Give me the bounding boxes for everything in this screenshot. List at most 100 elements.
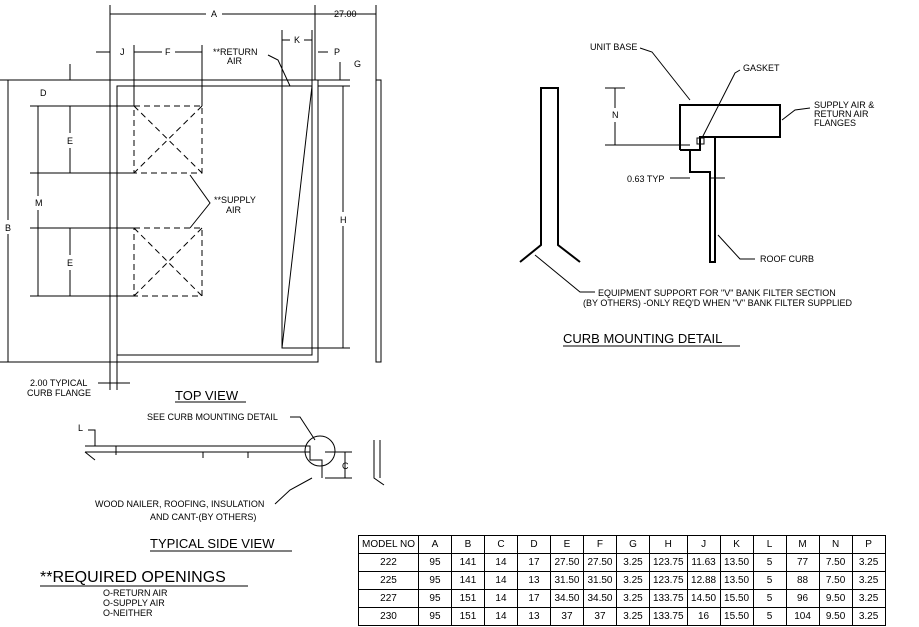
table-cell: 14	[483, 571, 518, 590]
table-cell: 151	[450, 589, 485, 608]
option-return-air: O-RETURN AIR	[103, 588, 168, 598]
supply-air-label-1: **SUPPLY	[214, 195, 256, 205]
table-cell: 16	[686, 607, 721, 626]
table-cell: 222	[358, 553, 419, 572]
table-cell: 77	[785, 553, 820, 572]
table-header-cell: H	[648, 535, 688, 554]
table-header-cell: K	[719, 535, 754, 554]
table-cell: 3.25	[851, 607, 886, 626]
option-supply-air: O-SUPPLY AIR	[103, 598, 165, 608]
table-cell: 3.25	[851, 589, 886, 608]
table-cell: 13	[516, 607, 551, 626]
dim-n: N	[612, 110, 619, 120]
table-cell: 123.75	[648, 553, 688, 572]
table-cell: 15.50	[719, 607, 754, 626]
table-cell: 3.25	[615, 553, 650, 572]
unit-base	[679, 104, 781, 151]
table-header-cell: C	[483, 535, 518, 554]
dim-d: D	[40, 88, 47, 98]
table-cell: 9.50	[818, 589, 853, 608]
table-header-cell: MODEL NO	[358, 535, 419, 554]
unit-base-label: UNIT BASE	[590, 42, 637, 52]
table-cell: 3.25	[615, 571, 650, 590]
table-header-cell: M	[785, 535, 820, 554]
table-cell: 3.25	[615, 607, 650, 626]
table-cell: 7.50	[818, 571, 853, 590]
table-cell: 230	[358, 607, 419, 626]
table-cell: 27.50	[582, 553, 617, 572]
side-note-2: AND CANT-(BY OTHERS)	[150, 512, 256, 522]
dim-m: M	[35, 198, 43, 208]
curb-flange-label-1: 2.00 TYPICAL	[30, 378, 87, 388]
table-header-cell: F	[582, 535, 617, 554]
roof-curb-label: ROOF CURB	[760, 254, 814, 264]
dim-k: K	[294, 35, 300, 45]
table-cell: 3.25	[851, 553, 886, 572]
table-cell: 123.75	[648, 571, 688, 590]
table-header-cell: N	[818, 535, 853, 554]
table-cell: 34.50	[582, 589, 617, 608]
table-header-cell: A	[417, 535, 452, 554]
dim-g: G	[354, 59, 361, 69]
flanges-label-3: FLANGES	[814, 118, 856, 128]
table-cell: 96	[785, 589, 820, 608]
table-header-cell: E	[549, 535, 584, 554]
table-cell: 13.50	[719, 553, 754, 572]
table-cell: 5	[752, 553, 787, 572]
table-cell: 88	[785, 571, 820, 590]
detail-callout-circle	[304, 435, 336, 467]
table-cell: 17	[516, 553, 551, 572]
flanges-label-2: RETURN AIR	[814, 109, 869, 119]
equipment-support	[519, 87, 581, 263]
table-cell: 225	[358, 571, 419, 590]
table-cell: 151	[450, 607, 485, 626]
dim-27: 27.00	[334, 9, 357, 19]
table-cell: 227	[358, 589, 419, 608]
table-cell: 14	[483, 589, 518, 608]
gasket-label: GASKET	[743, 63, 780, 73]
table-header-cell: G	[615, 535, 650, 554]
table-cell: 34.50	[549, 589, 584, 608]
option-neither: O-NEITHER	[103, 608, 153, 618]
flanges-label-1: SUPPLY AIR &	[814, 100, 874, 110]
table-cell: 9.50	[818, 607, 853, 626]
table-cell: 5	[752, 589, 787, 608]
table-cell: 14	[483, 607, 518, 626]
unit-outline	[109, 79, 319, 363]
side-view-title: TYPICAL SIDE VIEW	[150, 536, 275, 551]
supply-opening-1	[133, 105, 203, 174]
support-note-2: (BY OTHERS) -ONLY REQ'D WHEN "V" BANK FI…	[583, 298, 852, 308]
required-openings-legend: **REQUIRED OPENINGS O-RETURN AIR O-SUPPL…	[40, 569, 248, 618]
curb-outline	[116, 85, 313, 356]
supply-opening-2	[133, 227, 203, 297]
table-cell: 95	[417, 571, 452, 590]
dim-b: B	[5, 223, 11, 233]
table-header-cell: L	[752, 535, 787, 554]
dim-l: L	[78, 423, 83, 433]
side-view: C L SEE CURB MOUNTING DETAIL WOOD NAILER…	[78, 412, 385, 552]
table-cell: 5	[752, 607, 787, 626]
supply-air-label-2: AIR	[226, 205, 242, 215]
support-note-1: EQUIPMENT SUPPORT FOR "V" BANK FILTER SE…	[598, 288, 836, 298]
see-curb-detail-label: SEE CURB MOUNTING DETAIL	[147, 412, 278, 422]
top-view-title: TOP VIEW	[175, 388, 239, 403]
table-cell: 141	[450, 553, 485, 572]
table-cell: 95	[417, 589, 452, 608]
table-cell: 95	[417, 553, 452, 572]
table-cell: 31.50	[582, 571, 617, 590]
dim-p: P	[334, 47, 340, 57]
table-cell: 37	[549, 607, 584, 626]
table-cell: 95	[417, 607, 452, 626]
return-air-label-2: AIR	[227, 56, 243, 66]
dim-e-1: E	[67, 136, 73, 146]
return-opening	[281, 85, 313, 349]
dim-j: J	[120, 47, 125, 57]
table-cell: 15.50	[719, 589, 754, 608]
table-cell: 27.50	[549, 553, 584, 572]
